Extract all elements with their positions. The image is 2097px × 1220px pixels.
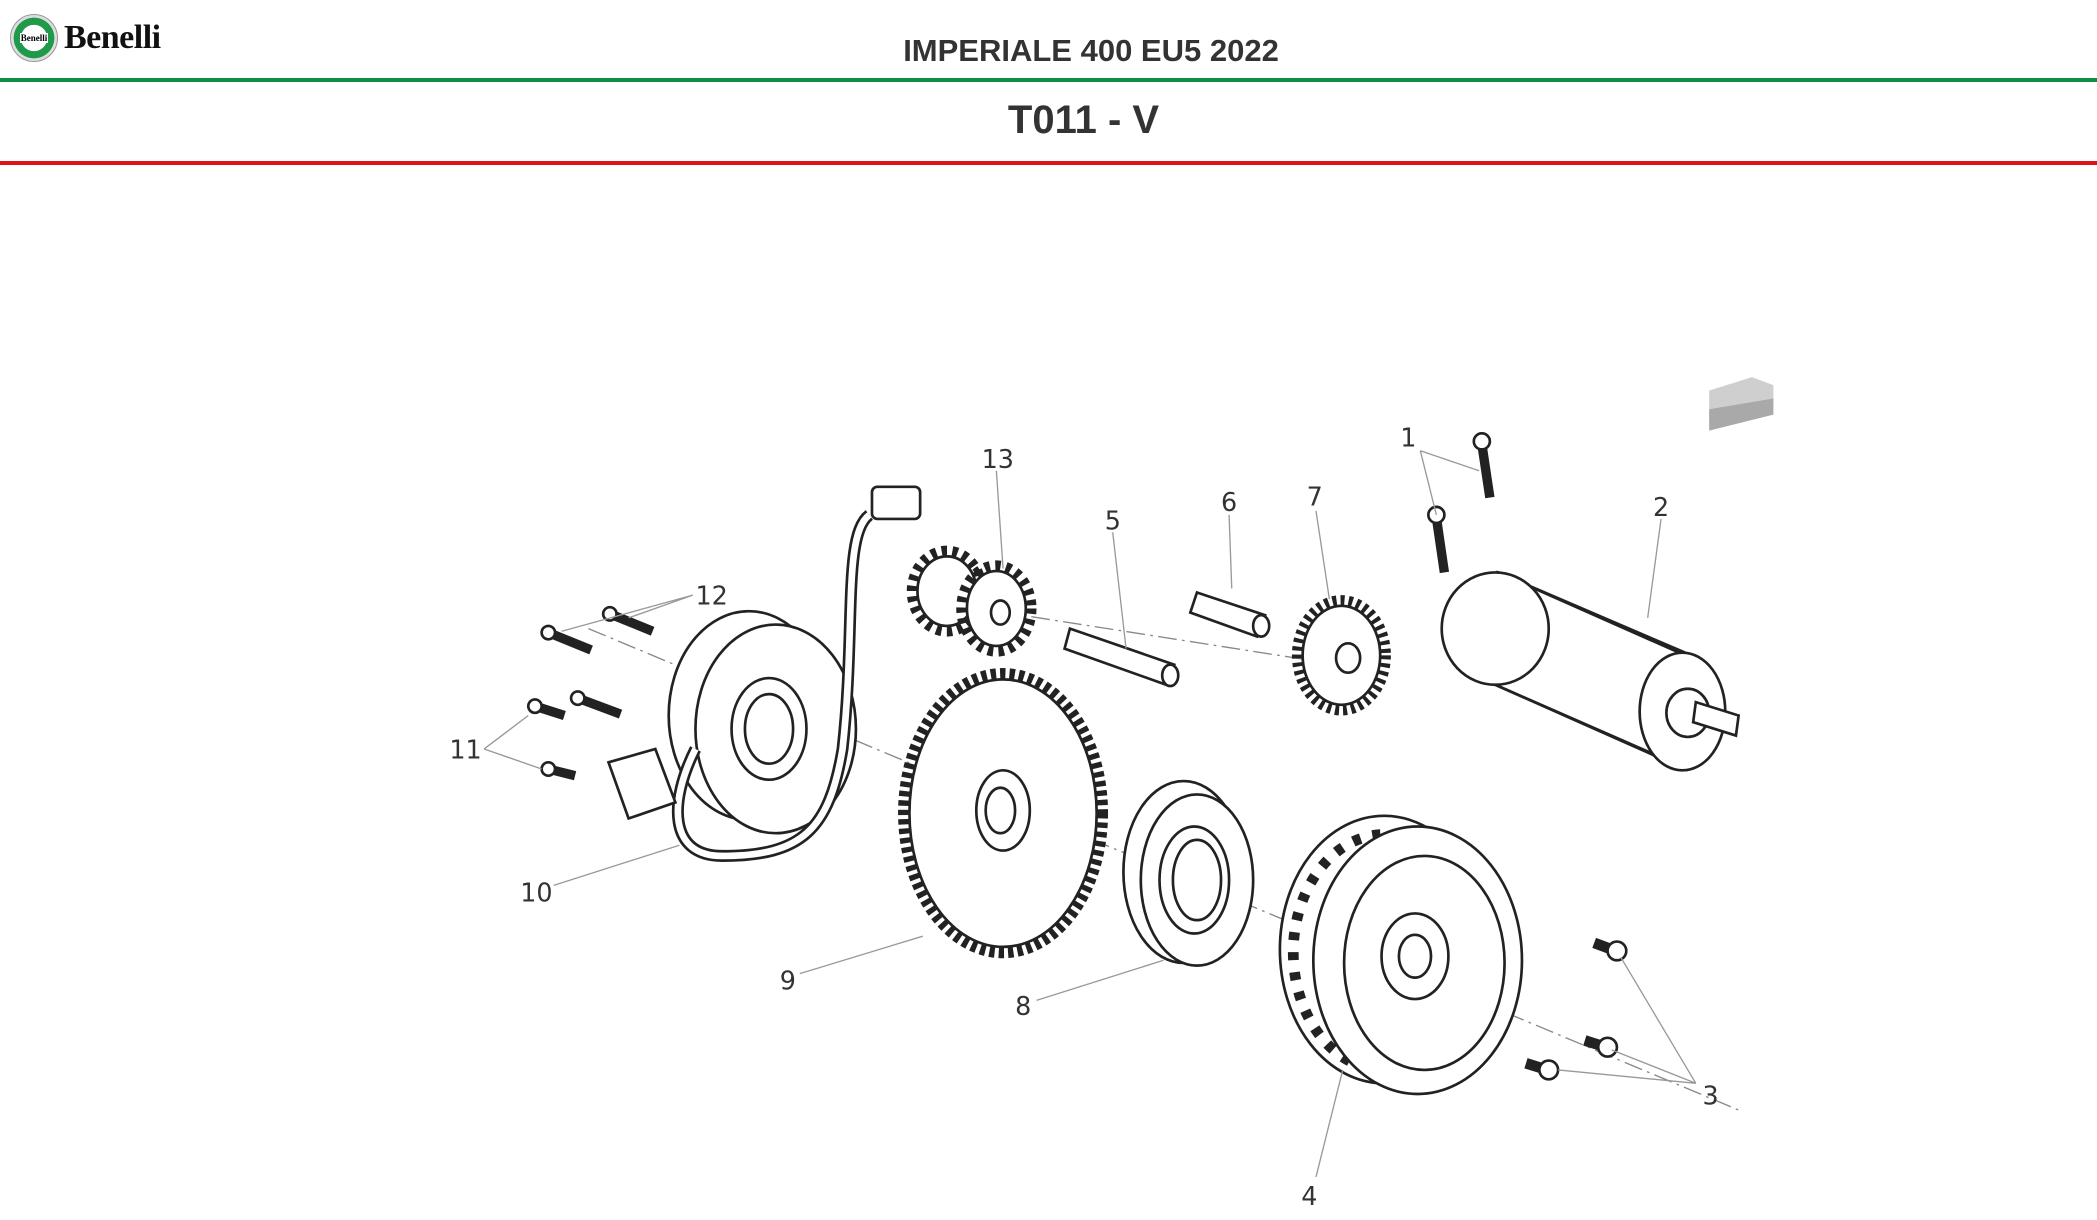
callout-8: 8 bbox=[1015, 991, 1031, 1021]
callout-1: 1 bbox=[1400, 423, 1416, 453]
pin-part-6 bbox=[1188, 590, 1271, 639]
callout-4: 4 bbox=[1301, 1181, 1317, 1211]
arrow-back-icon[interactable] bbox=[1709, 377, 1774, 431]
benelli-logo: Benelli Benelli bbox=[10, 14, 161, 62]
callout-3: 3 bbox=[1703, 1081, 1719, 1111]
callout-7: 7 bbox=[1307, 482, 1323, 512]
model-title: IMPERIALE 400 EU5 2022 bbox=[903, 33, 1279, 68]
callout-9: 9 bbox=[780, 966, 796, 996]
callout-12: 12 bbox=[695, 581, 727, 611]
bolts-part-11 bbox=[526, 690, 623, 781]
green-divider bbox=[0, 78, 2097, 82]
bearing-part-8 bbox=[1122, 779, 1255, 967]
red-divider bbox=[0, 161, 2097, 165]
starter-motor-part-2 bbox=[1440, 570, 1741, 772]
callout-10: 10 bbox=[520, 877, 552, 907]
stator-part-10 bbox=[606, 485, 922, 862]
callout-5: 5 bbox=[1105, 506, 1121, 536]
gear-part-7 bbox=[1291, 595, 1391, 716]
callout-11: 11 bbox=[449, 734, 481, 764]
callout-13: 13 bbox=[982, 444, 1014, 474]
table-code: T011 - V bbox=[1007, 98, 1160, 142]
callout-2: 2 bbox=[1653, 492, 1669, 522]
benelli-emblem-icon: Benelli bbox=[10, 14, 58, 62]
leader-lines bbox=[483, 450, 1697, 1178]
shaft-part-5 bbox=[1062, 626, 1180, 688]
bolts-part-12 bbox=[540, 605, 655, 655]
brand-name: Benelli bbox=[64, 19, 161, 56]
large-gear-part-9 bbox=[898, 668, 1109, 959]
bolts-part-1 bbox=[1427, 431, 1495, 574]
callout-6: 6 bbox=[1221, 487, 1237, 517]
flywheel-part-4 bbox=[1278, 814, 1524, 1096]
double-gear-part-13 bbox=[906, 545, 1037, 657]
bolts-part-3 bbox=[1524, 937, 1628, 1081]
